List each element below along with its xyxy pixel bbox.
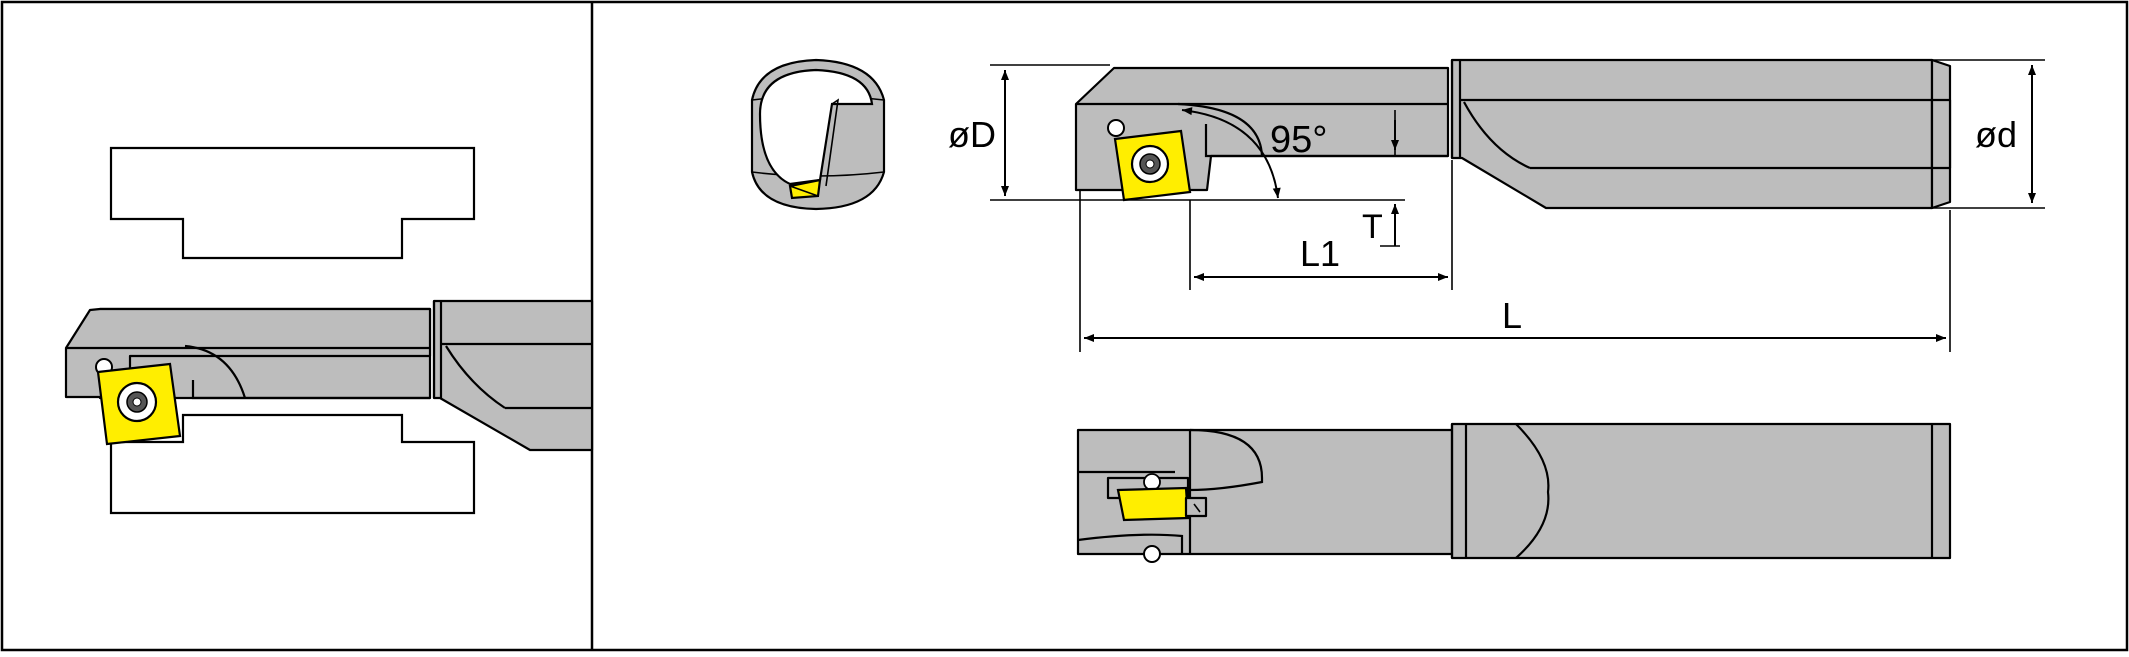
angle-label: 95° <box>1270 119 1327 161</box>
end-view <box>750 58 886 211</box>
bore-wall-top <box>109 146 476 260</box>
coolant-hole-icon <box>1107 119 1125 137</box>
l-dim-label: L <box>1502 295 1522 336</box>
t-dim-label: T <box>1362 208 1383 246</box>
bore-diameter-label: øD <box>948 114 996 155</box>
boring-bar-usage <box>64 299 594 452</box>
l1-dim-label: L1 <box>1300 233 1340 274</box>
dimensions: øD 95° T L1 L ød <box>948 59 2045 352</box>
usage-view <box>64 146 594 515</box>
top-view <box>1076 422 1952 563</box>
side-view <box>1074 58 1952 210</box>
coolant-hole-icon <box>1143 545 1161 563</box>
bore-wall-bottom <box>109 413 476 515</box>
shank-diameter-label: ød <box>1975 114 2017 155</box>
